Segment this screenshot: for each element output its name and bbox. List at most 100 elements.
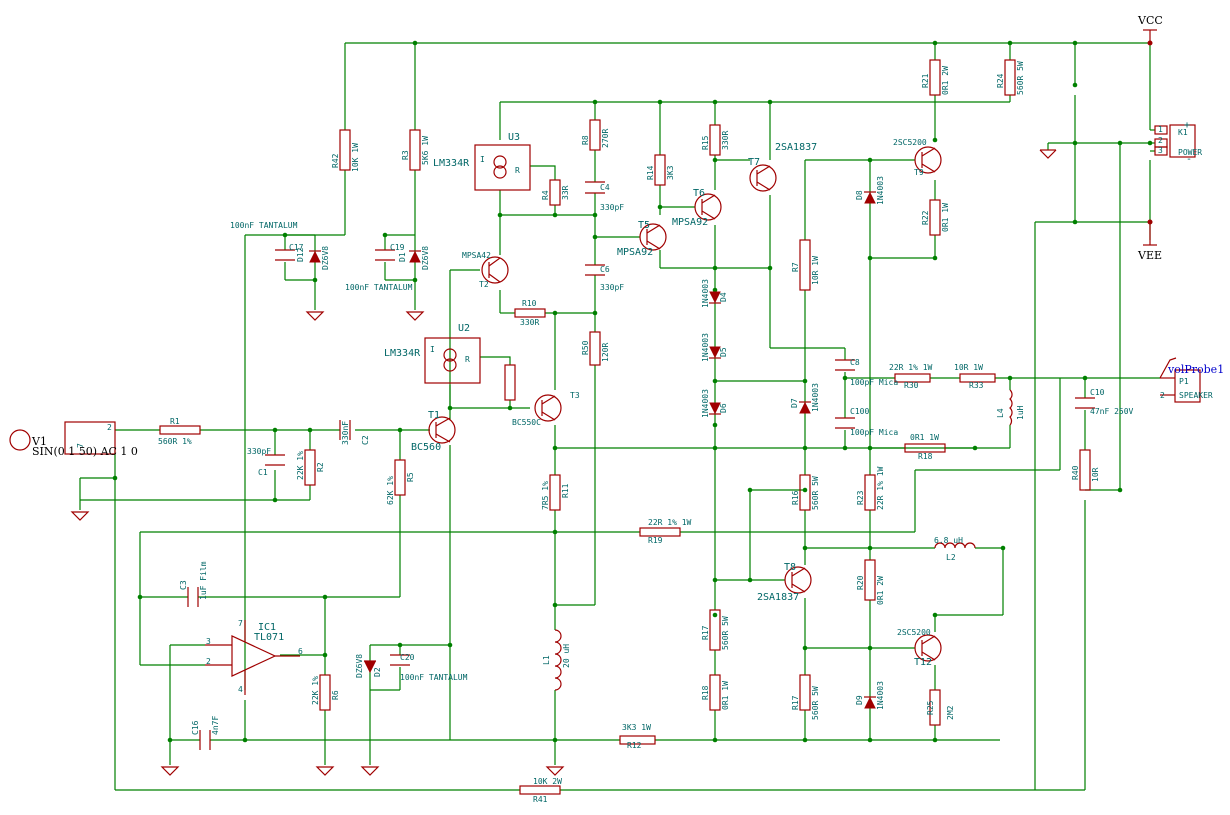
c17-ref: C17	[289, 243, 304, 252]
r5-ref: R5	[406, 472, 415, 482]
u3-pin-r: R	[515, 166, 520, 175]
speaker-connector-body	[1159, 357, 1201, 403]
u2-pin-i: I	[430, 345, 435, 354]
power-pin-2: 2	[1158, 136, 1163, 145]
r6-value: 22K 1%	[311, 676, 320, 705]
t1-ref: T1	[428, 410, 440, 421]
r19-value: 560R 5W	[811, 686, 820, 720]
t2-value: MPSA42	[462, 251, 491, 260]
speaker-ref: P1	[1179, 377, 1189, 386]
power-ref: K1	[1178, 128, 1188, 137]
r3-ref: R3	[401, 150, 410, 160]
ic1-pin-2: 2	[206, 657, 211, 666]
ground-symbols	[70, 149, 1057, 776]
c19-value: 100nF TANTALUM	[345, 283, 413, 292]
r14-value: 3K3	[666, 165, 675, 180]
c10-ref: C10	[1090, 388, 1105, 397]
d12-ref: D12	[296, 247, 305, 262]
u3-ref: U3	[508, 132, 520, 143]
t12-value: 2SC5200	[897, 628, 931, 637]
r24-value: 0R1 1W	[910, 433, 939, 442]
v1-source-body	[9, 421, 116, 455]
diode-bodies	[309, 191, 876, 709]
lm334-u2-body	[424, 337, 481, 384]
r30-ref: R33	[969, 381, 984, 390]
l1-ref: L1	[542, 655, 551, 665]
power-pin-1: 1	[1158, 125, 1163, 134]
ic1-pin-4: 4	[238, 685, 243, 694]
component-labels: + - 1 2 3 K1 POWER 2 P1 SPEAKER volProbe…	[31, 120, 1224, 804]
d8-ref: D8	[855, 190, 864, 200]
wires	[79, 42, 1160, 791]
power-plus-sign: +	[1184, 120, 1190, 131]
r20-ref: R21	[921, 73, 930, 88]
r40-value: 10K 2W	[533, 777, 562, 786]
speaker-pin-2: 2	[1160, 391, 1165, 400]
v1-pin-1-label: 7	[76, 443, 85, 448]
lm334-u3-body	[474, 144, 531, 191]
r7-value: 10R 1W	[811, 256, 820, 285]
t5-value: MPSA92	[617, 247, 653, 258]
ic1-pin-6: 6	[298, 647, 303, 656]
r41-value: 10K 1W	[351, 143, 360, 172]
r42-ref: R50	[581, 340, 590, 355]
r25-value: 22R 1% 1W	[648, 518, 692, 527]
r1-value: 560R 1%	[158, 437, 192, 446]
r19-ref: R17	[791, 695, 800, 710]
c100-value: 100pF Mica	[850, 428, 898, 437]
c6-value: 330pF	[600, 283, 624, 292]
power-minus-sign: -	[1186, 154, 1192, 165]
r10-value: 330R	[520, 318, 539, 327]
r1-ref: R1	[170, 417, 180, 426]
junctions	[112, 40, 1153, 743]
d4-value: 1N4003	[701, 279, 710, 308]
d8-value: 1N4003	[876, 176, 885, 205]
r8-value: 270R	[601, 129, 610, 148]
r29-value: 22R 1% 1W	[889, 363, 933, 372]
power-connector-body	[1154, 124, 1196, 158]
r4-value: 33R	[561, 185, 570, 200]
v1-value: SIN(0 1 50) AC 1 0	[32, 445, 138, 458]
c16-ref: C16	[191, 720, 200, 735]
power-name: POWER	[1178, 148, 1202, 157]
l4-ref: L4	[996, 408, 1005, 418]
r26-ref: R24	[996, 73, 1005, 88]
d2-ref: D2	[373, 667, 382, 677]
r17-ref: R18	[701, 685, 710, 700]
u3-value: LM334R	[433, 158, 470, 169]
r10-ref: R10	[522, 299, 537, 308]
c8-value: 100pF Mica	[850, 378, 898, 387]
vertical-labels: R42 10K 1W R3 5K6 1W R21 0R1 2W R24 560R…	[76, 61, 1100, 735]
v1-ref: V1	[31, 435, 47, 448]
d7-value: 1N4003	[811, 383, 820, 412]
t3-ref: T3	[570, 391, 580, 400]
c2-value: 330nF	[341, 421, 350, 445]
r25-ref: R19	[648, 536, 663, 545]
r26-value: 560R 5W	[1016, 61, 1025, 95]
c4-value: 330pF	[600, 203, 624, 212]
c20-ref: C20	[400, 653, 415, 662]
r29-ref: R30	[904, 381, 919, 390]
u2-ref: U2	[458, 323, 470, 334]
c1-ref: C1	[258, 468, 268, 477]
r17-value: 0R1 1W	[721, 681, 730, 710]
ic1-value: TL071	[254, 632, 284, 643]
l2-value: 6.8 uH	[934, 536, 963, 545]
d12-value: DZ6V8	[321, 246, 330, 270]
r6-ref: R6	[331, 690, 340, 700]
opamp-body	[205, 620, 300, 695]
transistor-bodies	[428, 146, 942, 662]
t2-ref: T2	[479, 280, 489, 289]
r33-ref: R40	[1071, 465, 1080, 480]
t6-ref: T6	[693, 188, 705, 199]
r33-value: 10R	[1091, 467, 1100, 482]
d1-value: DZ6V8	[421, 246, 430, 270]
u2-pin-r: R	[465, 355, 470, 364]
r14-ref: R14	[646, 165, 655, 180]
c19-ref: C19	[390, 243, 405, 252]
t9-value: 2SC5200	[893, 138, 927, 147]
r40-ref: R41	[533, 795, 548, 804]
d9-ref: D9	[855, 695, 864, 705]
r5-value: 62K 1%	[386, 476, 395, 505]
